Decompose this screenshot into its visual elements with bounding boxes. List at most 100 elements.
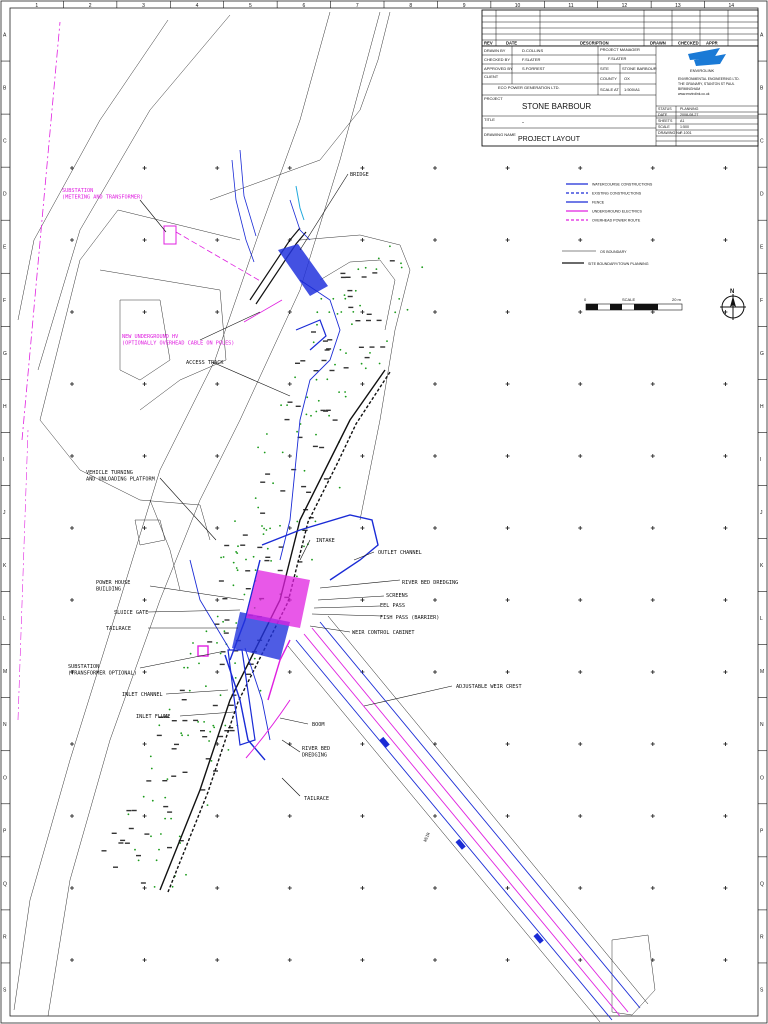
spot-height-marker xyxy=(240,544,246,546)
spot-height-marker xyxy=(219,663,225,666)
tree-marker xyxy=(281,451,284,454)
spot-height-marker xyxy=(213,770,218,772)
spot-height-marker xyxy=(340,272,346,275)
spot-height-marker xyxy=(265,556,271,558)
spot-height-marker xyxy=(233,650,239,652)
spot-height-marker xyxy=(218,580,224,582)
label-screens: SCREENS xyxy=(386,593,408,599)
tree-marker xyxy=(352,311,355,313)
spot-height-marker xyxy=(205,758,211,760)
tree-marker xyxy=(386,340,388,342)
row-label: M xyxy=(3,669,7,675)
tree-marker xyxy=(245,558,247,561)
spot-height-marker xyxy=(348,306,354,309)
spot-height-marker xyxy=(171,775,177,777)
grid-cross xyxy=(505,238,510,242)
grid-cross xyxy=(287,166,292,170)
row-label: Q xyxy=(3,881,7,887)
tb-county-label: COUNTY xyxy=(600,76,617,81)
tree-marker xyxy=(314,520,317,523)
label-inlet-channel: INLET CHANNEL xyxy=(122,692,163,698)
grid-cross xyxy=(215,814,220,818)
label-outlet-channel: OUTLET CHANNEL xyxy=(378,550,422,556)
tree-marker xyxy=(219,652,222,655)
tree-marker xyxy=(235,622,238,624)
row-label-right: C xyxy=(760,139,764,145)
spot-height-marker xyxy=(223,632,229,634)
grid-cross xyxy=(360,310,365,314)
grid-cross xyxy=(578,742,583,746)
grid-crosses xyxy=(70,166,728,962)
grid-cross xyxy=(70,958,74,962)
leader-lines xyxy=(139,173,453,797)
spot-height-marker xyxy=(347,289,353,292)
tb-approved-by: S.FORREST xyxy=(522,66,545,71)
annotations: SUBSTATION(METERING AND TRANSFORMER) NEW… xyxy=(62,172,522,842)
row-label-right: K xyxy=(760,563,764,569)
grid-cross xyxy=(650,310,655,314)
tree-marker xyxy=(360,362,363,365)
tree-marker xyxy=(306,396,309,399)
grid-cross xyxy=(215,958,220,962)
spot-height-marker xyxy=(178,840,184,842)
row-label-right: O xyxy=(760,775,764,781)
tree-marker xyxy=(296,520,299,523)
label-substation-top: SUBSTATION(METERING AND TRANSFORMER) xyxy=(62,188,143,201)
spot-height-marker xyxy=(140,882,146,884)
grid-cross xyxy=(142,814,147,818)
tree-marker xyxy=(254,497,257,499)
rev-header: DRAWN xyxy=(650,41,666,46)
grid-cross xyxy=(578,670,583,674)
label-sluice-gate: SLUICE GATE xyxy=(114,610,148,616)
tree-marker xyxy=(216,615,219,618)
scale-bar-title: SCALE xyxy=(622,297,635,302)
tree-marker xyxy=(235,567,238,569)
spot-height-marker xyxy=(295,405,301,407)
spot-height-marker xyxy=(340,276,346,279)
grid-cross xyxy=(142,886,147,890)
tree-marker xyxy=(328,414,330,417)
tree-marker xyxy=(375,268,378,270)
column-label: 14 xyxy=(729,3,735,9)
grid-cross xyxy=(650,670,655,674)
grid-cross xyxy=(723,310,728,314)
tree-marker xyxy=(142,795,145,798)
tree-marker xyxy=(197,721,200,723)
grid-cross xyxy=(505,526,510,530)
row-label: G xyxy=(3,351,7,357)
tree-marker xyxy=(160,833,162,835)
grid-cross xyxy=(578,382,583,386)
tree-marker xyxy=(315,433,317,436)
spot-height-marker xyxy=(246,673,251,675)
spot-height-marker xyxy=(301,485,307,488)
grid-cross xyxy=(360,526,365,530)
spot-height-marker xyxy=(322,340,328,342)
spot-height-marker xyxy=(297,436,303,439)
tree-marker xyxy=(164,796,167,799)
tb-client: ECO POWER GENERATION LTD. xyxy=(498,85,560,90)
row-label: L xyxy=(3,616,6,622)
grid-cross xyxy=(505,382,510,386)
tree-marker xyxy=(209,730,212,733)
grid-cross xyxy=(70,526,74,530)
grid-cross xyxy=(287,958,292,962)
tree-marker xyxy=(338,391,340,393)
tree-marker xyxy=(378,362,381,365)
tree-marker xyxy=(336,313,339,315)
label-fish-pass: FISH PASS (BARRIER) xyxy=(380,615,439,621)
grid-cross xyxy=(287,886,292,890)
grid-cross xyxy=(215,526,220,530)
spot-height-marker xyxy=(118,842,124,844)
spot-height-marker xyxy=(242,534,248,536)
spot-height-marker xyxy=(156,734,162,737)
row-label: O xyxy=(3,775,7,781)
spot-height-marker xyxy=(182,771,188,773)
spot-height-marker xyxy=(212,704,218,707)
row-label: R xyxy=(3,934,7,940)
spot-height-marker xyxy=(163,716,169,718)
grid-cross xyxy=(70,598,74,602)
tree-marker xyxy=(263,527,265,530)
grid-cross xyxy=(505,670,510,674)
spot-height-marker xyxy=(327,339,333,341)
tree-marker xyxy=(208,740,211,742)
